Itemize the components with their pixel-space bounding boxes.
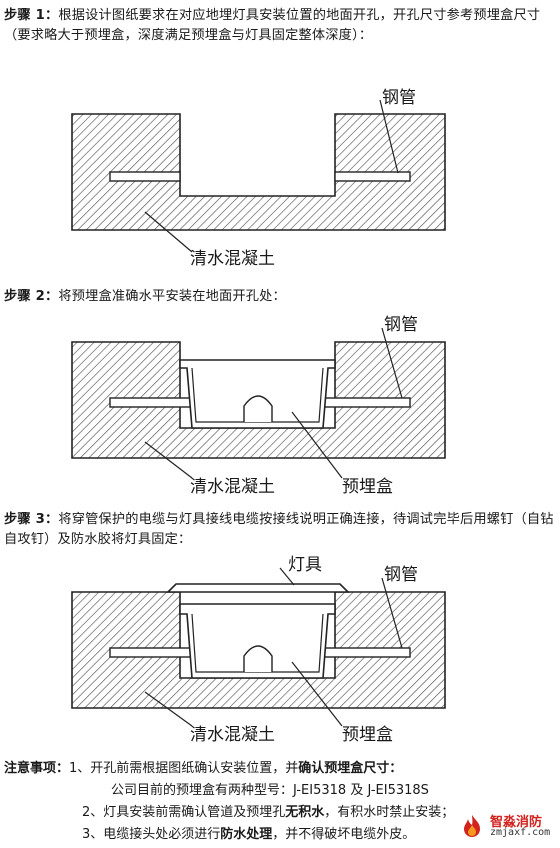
fixture-leader: [279, 567, 295, 586]
steel-pipe-right: [334, 171, 411, 182]
watermark-name: 智淼消防: [490, 815, 543, 830]
concrete-leader: [144, 211, 193, 253]
pipe-label: 钢管: [384, 315, 418, 335]
step-3-text: 将穿管保护的电缆与灯具接线电缆按接线说明正确连接，待调试完毕后用螺钉（自钻自攻钉…: [4, 512, 554, 547]
steel-pipe-right: [321, 397, 411, 408]
concrete-slab: [71, 341, 446, 459]
steel-pipe-left: [109, 397, 195, 408]
concrete-label: 清水混凝土: [190, 477, 275, 497]
note-2: 2、灯具安装前需确认管道及预埋孔无积水，有积水时禁止安装；: [82, 805, 455, 820]
box-label: 预埋盒: [342, 477, 393, 497]
steel-pipe-right: [321, 647, 411, 658]
note-1-line-2: 公司目前的预埋盒有两种型号：J-EI5318 及 J-EI5318S: [111, 783, 429, 798]
step-1-text: 根据设计图纸要求在对应地埋灯具安装位置的地面开孔，开孔尺寸参考预埋盒尺寸（要求略…: [4, 8, 541, 43]
pipe-leader: [381, 327, 403, 399]
step-2: 步骤 2：将预埋盒准确水平安装在地面开孔处：: [4, 287, 554, 307]
concrete-label: 清水混凝土: [190, 725, 275, 745]
notes-title: 注意事项：: [4, 761, 70, 776]
steel-pipe-left: [109, 171, 181, 182]
embedded-box: [179, 359, 336, 429]
pipe-leader: [379, 99, 399, 174]
box-leader: [291, 411, 343, 479]
step-1: 步骤 1：根据设计图纸要求在对应地埋灯具安装位置的地面开孔，开孔尺寸参考预埋盒尺…: [4, 6, 554, 46]
step-3: 步骤 3：将穿管保护的电缆与灯具接线电缆按接线说明正确连接，待调试完毕后用螺钉（…: [4, 510, 554, 550]
step-1-label: 步骤 1：: [4, 8, 59, 23]
diagram-step-1: 钢管 清水混凝土: [71, 88, 446, 269]
watermark: 智淼消防 zmjaxf.com: [456, 810, 554, 842]
fixture-label: 灯具: [288, 555, 322, 575]
watermark-url: zmjaxf.com: [490, 827, 551, 838]
concrete-leader: [144, 691, 193, 727]
light-fixture: [166, 583, 350, 593]
step-2-label: 步骤 2：: [4, 289, 59, 304]
box-leader: [291, 661, 343, 727]
pipe-label: 钢管: [384, 565, 418, 585]
flame-logo-icon: [464, 815, 480, 837]
concrete-slab: [71, 113, 446, 231]
notes: 注意事项：1、开孔前需根据图纸确认安装位置，并确认预埋盒尺寸： 公司目前的预埋盒…: [4, 758, 556, 846]
embedded-box: [179, 603, 336, 679]
pipe-label: 钢管: [382, 88, 416, 108]
concrete-leader: [144, 441, 193, 479]
note-1: 注意事项：1、开孔前需根据图纸确认安装位置，并确认预埋盒尺寸：: [4, 761, 403, 776]
box-label: 预埋盒: [342, 725, 393, 745]
step-3-label: 步骤 3：: [4, 512, 59, 527]
diagram-step-3: 灯具 钢管 清水混凝土 预埋盒: [71, 555, 446, 745]
steel-pipe-left: [109, 647, 195, 658]
step-2-text: 将预埋盒准确水平安装在地面开孔处：: [58, 289, 286, 304]
pipe-leader: [381, 577, 403, 649]
concrete-label: 清水混凝土: [190, 249, 275, 269]
note-3: 3、电缆接头处必须进行防水处理，并不得破坏电缆外皮。: [82, 827, 416, 842]
diagram-step-2: 钢管 清水混凝土 预埋盒: [71, 315, 446, 497]
